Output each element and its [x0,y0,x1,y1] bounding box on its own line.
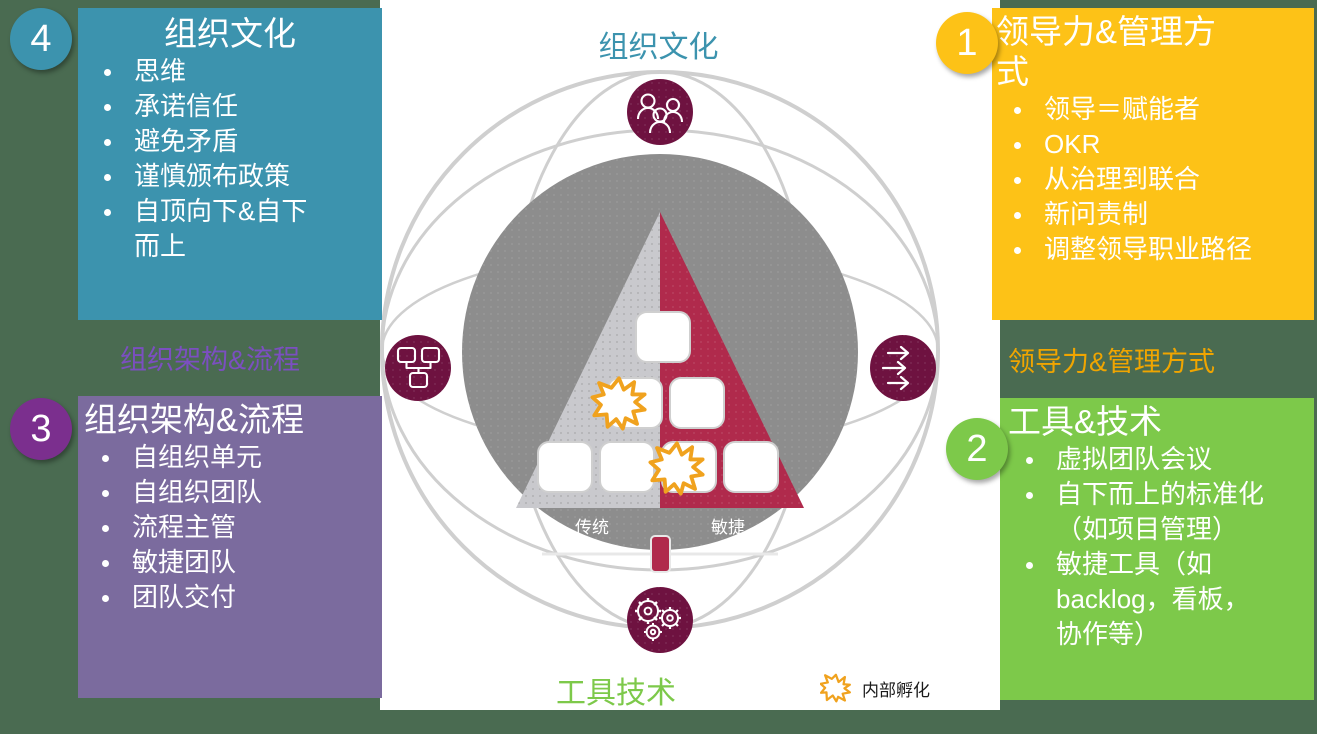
tile-top [635,311,691,363]
list-item: 自组织单元 [84,440,376,475]
tile-bottom-1 [537,441,593,493]
panel-leadership-management[interactable]: 领导力&管理方 式 领导＝赋能者 OKR 从治理到联合 新问责制 调整领导职业路… [992,8,1314,320]
badge-number-2[interactable]: 2 [946,418,1008,480]
gears-icon [635,598,681,641]
tile-mid-right [669,377,725,429]
list-item: 自下而上的标准化 （如项目管理） [1008,477,1308,547]
node-tools[interactable] [627,587,693,653]
list-item: 自组织团队 [84,475,376,510]
side-label-structure: 组织架构&流程 [120,345,301,375]
org-chart-icon [396,346,441,389]
panel-bullet-list: 思维 承诺信任 避免矛盾 谨慎颁布政策 自顶向下&自下 而上 [86,54,374,264]
list-item: 承诺信任 [86,89,374,124]
node-leadership[interactable] [870,335,936,401]
panel-bullet-list: 虚拟团队会议 自下而上的标准化 （如项目管理） 敏捷工具（如 backlog，看… [1008,442,1308,652]
panel-bullet-list: 自组织单元 自组织团队 流程主管 敏捷团队 团队交付 [84,440,376,615]
burst-icon-left [590,376,647,431]
burst-icon [820,673,851,703]
agile-transformation-diagram: 传统 敏捷 [380,70,940,653]
badge-number-1[interactable]: 1 [936,12,998,74]
list-item: 敏捷工具（如 backlog，看板， 协作等） [1008,547,1308,652]
list-item: 团队交付 [84,580,376,615]
panel-title: 组织文化 [164,15,296,52]
list-item: 自顶向下&自下 而上 [86,194,374,264]
panel-bullet-list: 领导＝赋能者 OKR 从治理到联合 新问责制 调整领导职业路径 [996,92,1308,267]
panel-organizational-culture[interactable]: 组织文化 思维 承诺信任 避免矛盾 谨慎颁布政策 自顶向下&自下 而上 [78,8,382,320]
list-item: 虚拟团队会议 [1008,442,1308,477]
list-item: 调整领导职业路径 [996,232,1308,267]
center-label-tools: 工具技术 [556,677,676,710]
list-item: 避免矛盾 [86,124,374,159]
list-item: OKR [996,127,1308,162]
list-item: 新问责制 [996,197,1308,232]
tile-bottom-4 [723,441,779,493]
panel-title: 领导力&管理方 式 [996,13,1217,90]
list-item: 思维 [86,54,374,89]
panel-title: 组织架构&流程 [84,401,305,438]
center-label-culture: 组织文化 [598,31,719,64]
badge-number-4[interactable]: 4 [10,8,72,70]
slider-label-traditional: 传统 [575,518,609,537]
slider-handle[interactable] [650,535,671,573]
list-item: 敏捷团队 [84,545,376,580]
list-item: 谨慎颁布政策 [86,159,374,194]
tile-bottom-2 [599,441,655,493]
slider-label-agile: 敏捷 [711,518,745,537]
burst-icon-right [648,441,705,496]
people-icon [636,93,684,134]
panel-tools-technology[interactable]: 工具&技术 虚拟团队会议 自下而上的标准化 （如项目管理） 敏捷工具（如 bac… [1000,398,1314,700]
node-structure[interactable] [385,335,451,401]
side-label-leadership: 领导力&管理方式 [1008,347,1216,377]
list-item: 流程主管 [84,510,376,545]
list-item: 领导＝赋能者 [996,92,1308,127]
legend-label: 内部孵化 [862,680,930,700]
legend: 内部孵化 [820,672,930,704]
badge-number-3[interactable]: 3 [10,398,72,460]
list-item: 从治理到联合 [996,162,1308,197]
arrows-icon [881,345,910,391]
pyramid-right-texture [660,212,804,508]
panel-title: 工具&技术 [1008,403,1163,440]
panel-organization-structure-process[interactable]: 组织架构&流程 自组织单元 自组织团队 流程主管 敏捷团队 团队交付 [78,396,382,698]
node-culture[interactable] [627,79,693,145]
pyramid-left-texture [516,212,660,508]
